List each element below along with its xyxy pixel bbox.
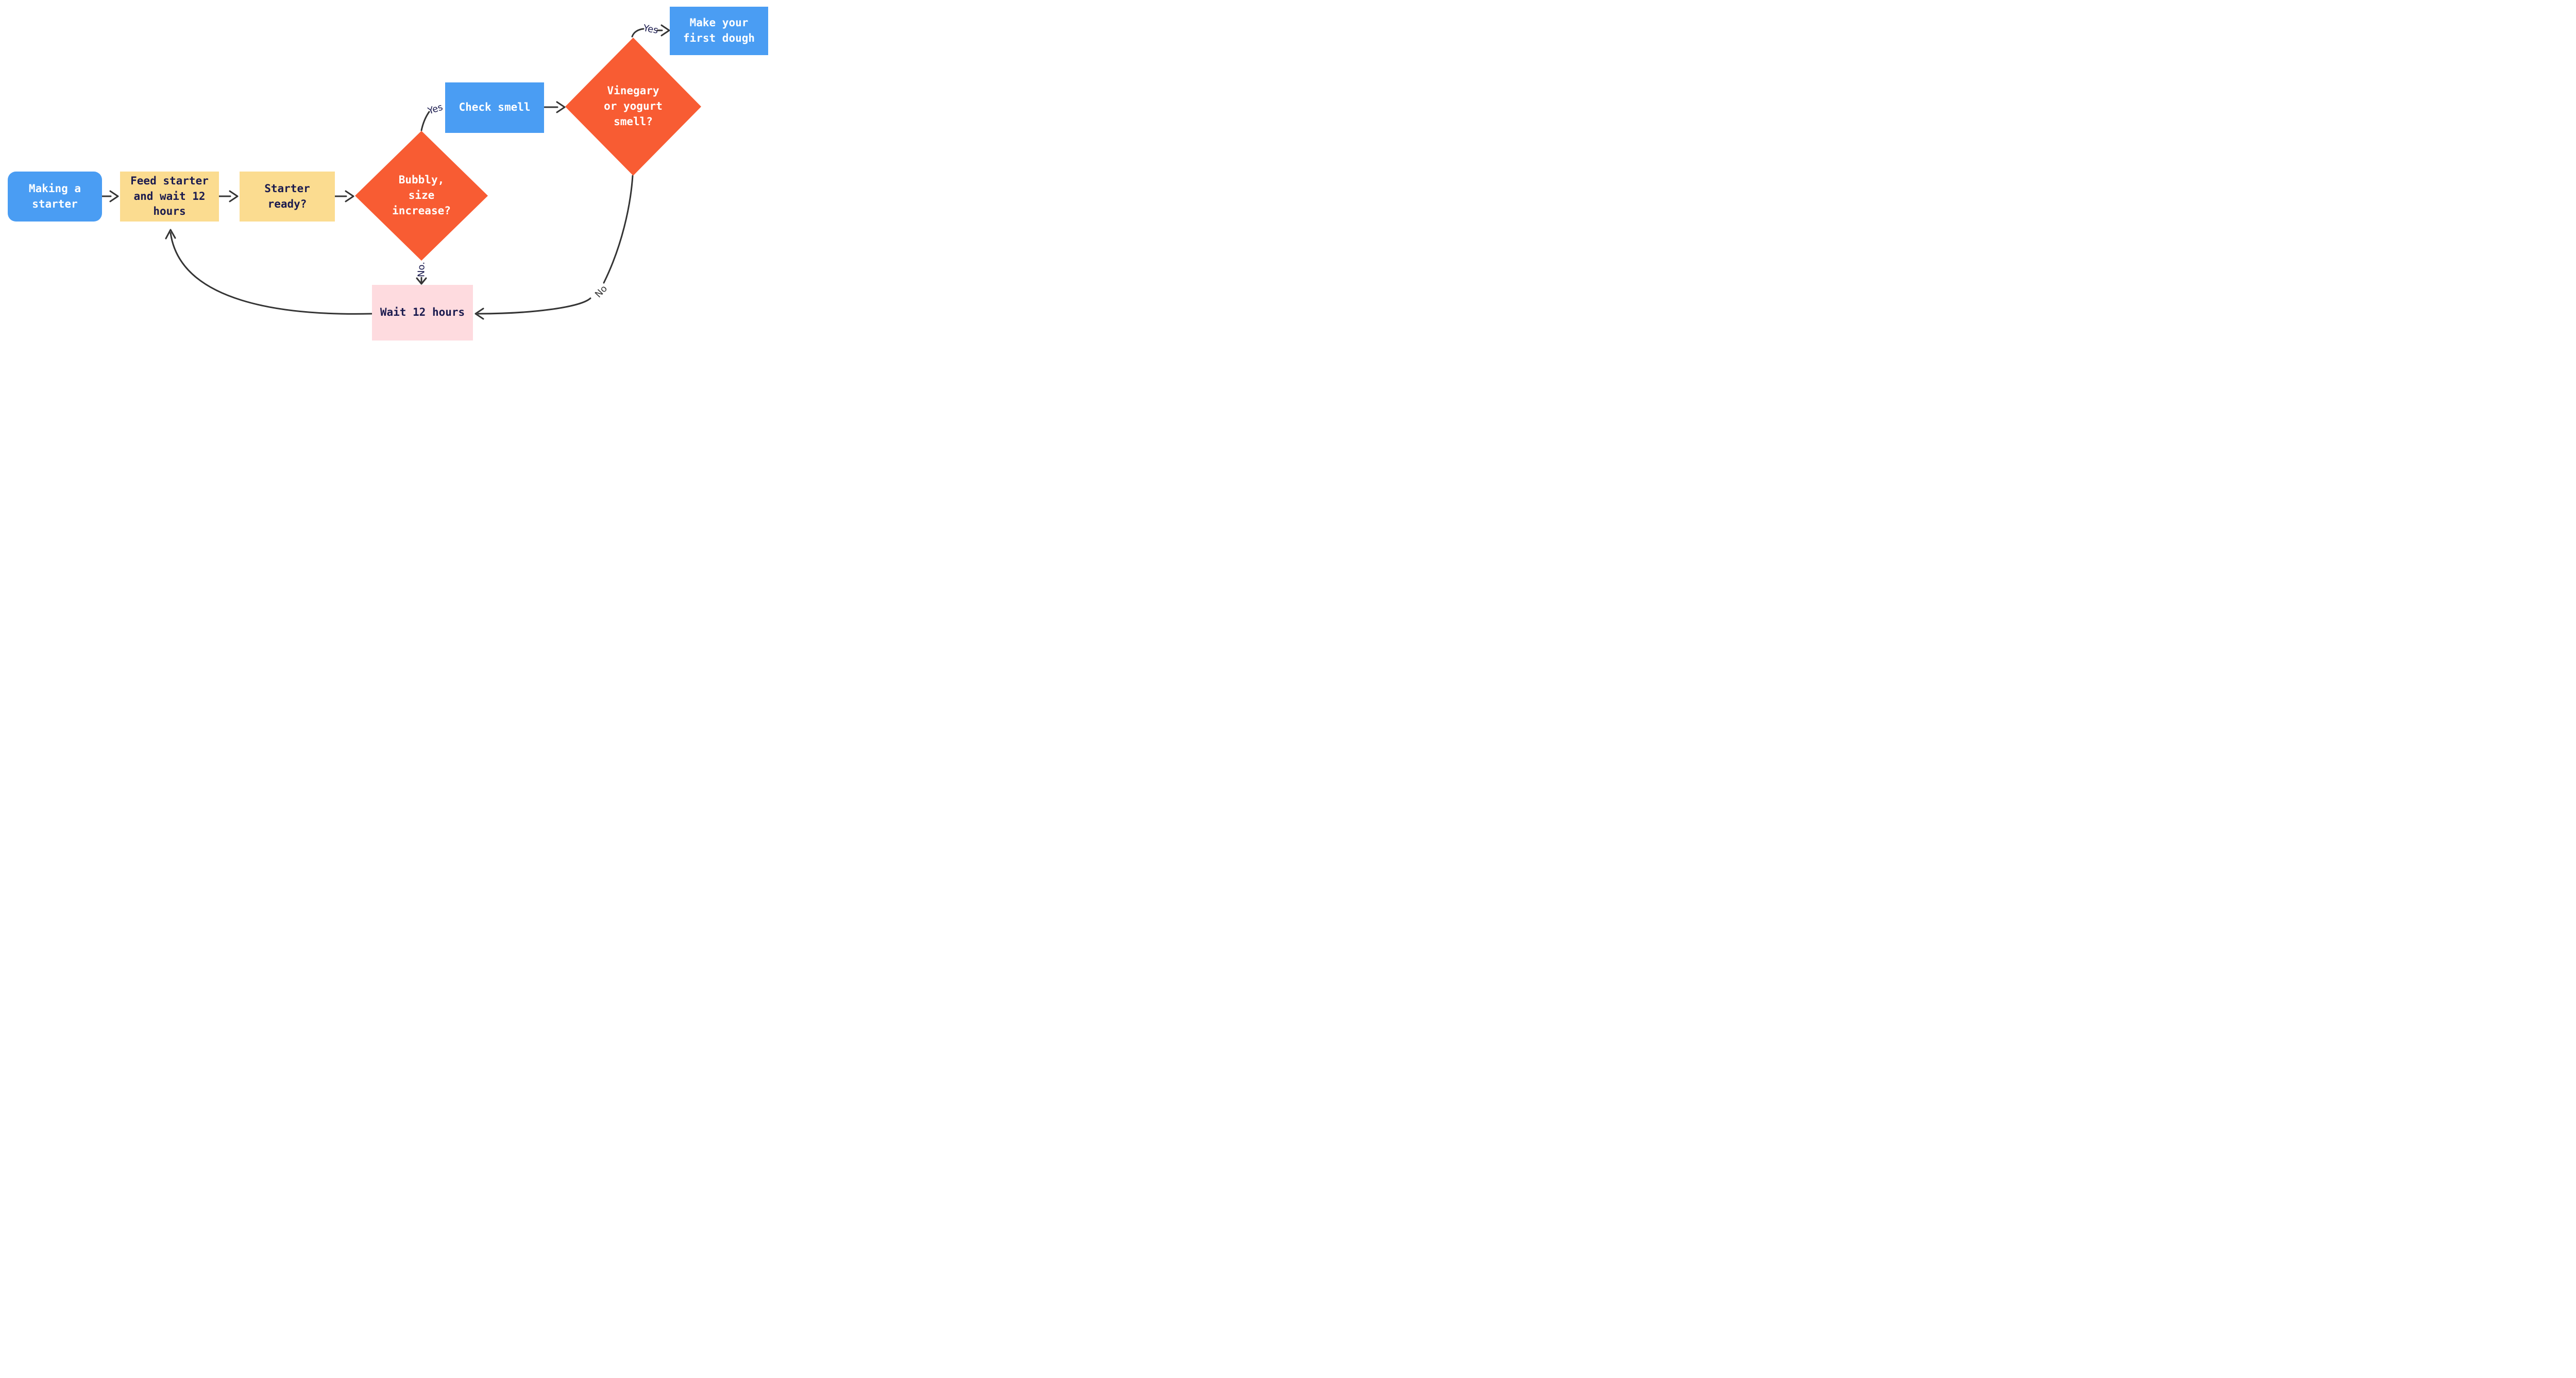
- flowchart-canvas: Making a starter Feed starter and wait 1…: [0, 0, 770, 345]
- arrowhead-vinegary-no: [474, 308, 484, 320]
- node-making-a-starter-label: Making a starter: [28, 182, 81, 210]
- arrowhead-feed-to-ready: [229, 190, 239, 202]
- edge-vinegary-no-upper: [603, 175, 634, 284]
- node-wait-12-hours-label: Wait 12 hours: [380, 306, 465, 319]
- node-vinegary-yogurt-smell-label: Vinegary or yogurt smell?: [604, 84, 663, 128]
- node-check-smell: Check smell: [445, 82, 544, 133]
- arrowhead-bubbly-no: [416, 277, 427, 285]
- node-starter-ready: Starter ready?: [240, 172, 335, 222]
- node-check-smell-label: Check smell: [459, 101, 531, 114]
- arrowhead-wait-loop-back: [165, 229, 176, 240]
- node-feed-starter: Feed starter and wait 12 hours: [120, 172, 219, 222]
- node-making-a-starter: Making a starter: [8, 172, 102, 222]
- node-make-first-dough-label: Make your first dough: [683, 16, 755, 44]
- arrowhead-vinegary-yes: [660, 24, 670, 37]
- diamond-shape: [355, 131, 488, 261]
- edge-wait-loop-back: [170, 232, 373, 315]
- node-make-first-dough: Make your first dough: [670, 7, 768, 55]
- node-feed-starter-label: Feed starter and wait 12 hours: [130, 174, 209, 218]
- node-vinegary-yogurt-smell: Vinegary or yogurt smell?: [565, 38, 701, 176]
- node-starter-ready-label: Starter ready?: [264, 182, 310, 210]
- node-wait-12-hours: Wait 12 hours: [372, 285, 473, 341]
- arrowhead-ready-to-bubbly: [345, 190, 354, 202]
- edge-vinegary-no-lower: [477, 297, 591, 315]
- arrowhead-making-to-feed: [109, 190, 119, 202]
- diamond-shape: [565, 38, 701, 176]
- arrowhead-check-to-vinegary: [556, 101, 566, 113]
- node-bubbly-size-increase: Bubbly, size increase?: [355, 131, 488, 261]
- node-bubbly-size-increase-label: Bubbly, size increase?: [392, 174, 451, 217]
- edge-label-no-bubbly: No.: [416, 262, 427, 277]
- edge-vinegary-yes-curve: [631, 28, 645, 38]
- edge-bubbly-yes-check: [420, 111, 430, 131]
- edges-layer: [100, 24, 670, 320]
